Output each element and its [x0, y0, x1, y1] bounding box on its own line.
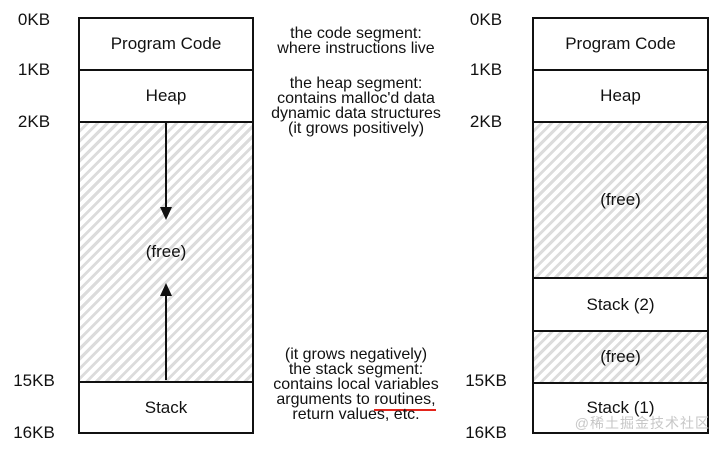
addr-label-left-1kb: 1KB — [17, 60, 51, 79]
segment-program-code-right: Program Code — [534, 19, 707, 69]
code-segment-note: the code segment: where instructions liv… — [250, 25, 462, 57]
segment-label: Heap — [145, 86, 187, 105]
note-line: (it grows negatively) — [284, 346, 428, 363]
segment-label: Heap — [600, 86, 641, 105]
note-line: contains malloc'd data — [277, 90, 435, 107]
addr-label-left-2kb: 2KB — [17, 112, 51, 131]
segment-free-left: (free) — [80, 121, 252, 381]
addr-label-right-2kb: 2KB — [469, 112, 503, 131]
note-line: (it grows positively) — [287, 120, 425, 137]
segment-label: Stack — [144, 397, 188, 417]
watermark: @稀土掘金技术社区 — [574, 415, 710, 431]
address-space-box-right: Program Code Heap (free) Stack (2) (free… — [532, 17, 709, 434]
note-line: the stack segment: — [288, 361, 424, 378]
segment-free-mid-right: (free) — [534, 330, 707, 382]
segment-stack-1-right: Stack (1) — [534, 382, 707, 432]
address-space-box-left: Program Code Heap (free) Stack — [78, 17, 254, 434]
segment-label: (free) — [145, 242, 187, 261]
addr-label-right-15kb: 15KB — [465, 371, 507, 390]
heap-segment-note: the heap segment: contains malloc'd data… — [250, 75, 462, 137]
note-line: arguments to routines, — [250, 391, 462, 411]
segment-free-top-right: (free) — [534, 121, 707, 277]
note-line: return values, etc. — [292, 406, 420, 423]
segment-label: Stack (2) — [586, 294, 655, 314]
segment-label: Stack (1) — [586, 398, 655, 417]
note-line-prefix: arguments to — [276, 391, 375, 408]
note-line: contains local variables — [273, 376, 439, 393]
note-line: the code segment: — [290, 25, 422, 42]
segment-label: (free) — [600, 190, 641, 209]
note-line: where instructions live — [277, 40, 435, 57]
segment-program-code-left: Program Code — [80, 19, 252, 69]
stack-growth-arrow-up-icon — [160, 283, 172, 380]
addr-label-left-0kb: 0KB — [17, 10, 51, 29]
addr-label-right-1kb: 1KB — [469, 60, 503, 79]
addr-label-left-16kb: 16KB — [13, 423, 55, 442]
underlined-routines: routines, — [374, 391, 436, 411]
note-line: the heap segment: — [289, 75, 423, 92]
addr-label-left-15kb: 15KB — [13, 371, 55, 390]
addr-label-right-16kb: 16KB — [465, 423, 507, 442]
segment-label: (free) — [600, 347, 641, 366]
segment-label: Program Code — [565, 34, 676, 53]
note-line: dynamic data structures — [271, 105, 441, 122]
segment-stack-left: Stack — [80, 381, 252, 432]
segment-label: Program Code — [110, 34, 222, 53]
stack-segment-note: (it grows negatively) the stack segment:… — [250, 346, 462, 423]
segment-stack-2-right: Stack (2) — [534, 277, 707, 330]
segment-heap-right: Heap — [534, 69, 707, 121]
addr-label-right-0kb: 0KB — [469, 10, 503, 29]
heap-growth-arrow-down-icon — [160, 123, 172, 220]
segment-heap-left: Heap — [80, 69, 252, 121]
